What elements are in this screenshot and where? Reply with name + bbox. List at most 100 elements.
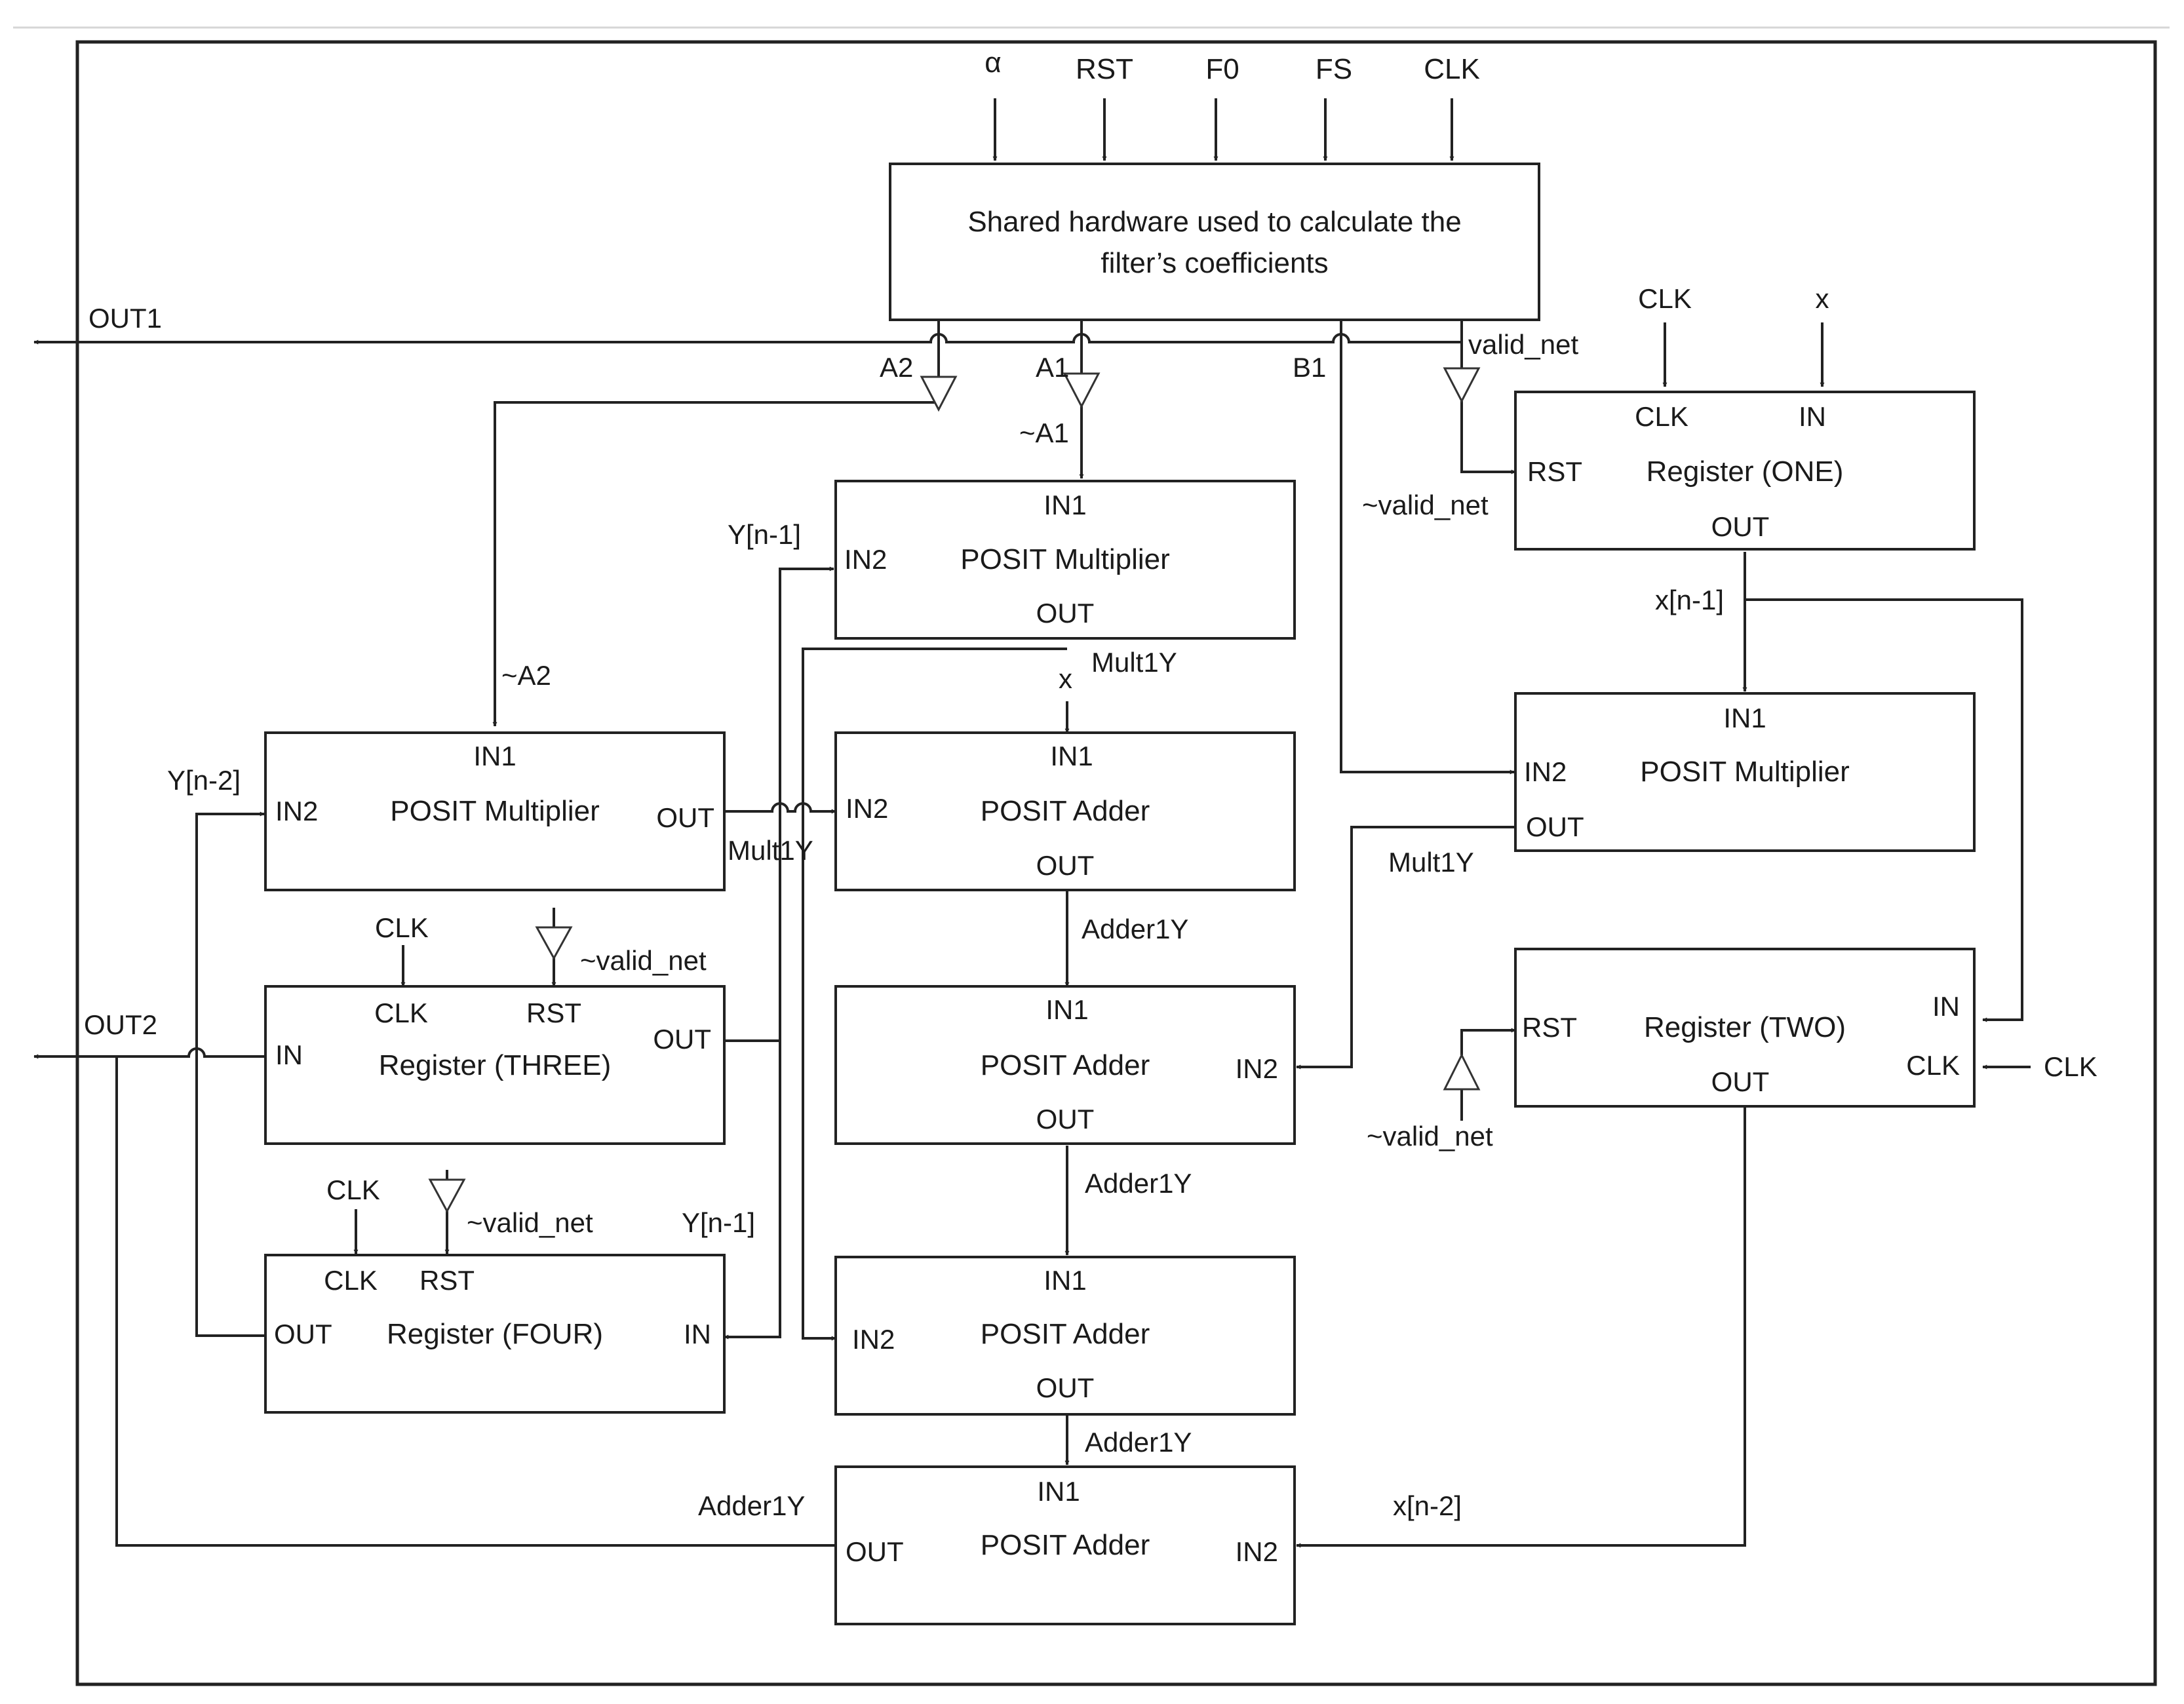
adder1-out-port: OUT — [1036, 850, 1095, 881]
a1-inverter-icon — [1063, 372, 1101, 409]
x-n2-label: x[n-2] — [1393, 1490, 1462, 1521]
adder1y-2-label: Adder1Y — [1085, 1168, 1192, 1199]
adder1-title: POSIT Adder — [981, 795, 1150, 827]
mult-right-title: POSIT Multiplier — [1640, 756, 1850, 788]
y-n2-label: Y[n-2] — [167, 765, 241, 796]
out2-label: OUT2 — [84, 1009, 157, 1040]
a2-inverter-icon — [920, 376, 958, 412]
adder4-in1-port: IN1 — [1037, 1476, 1080, 1507]
reg-one-out-port: OUT — [1711, 511, 1770, 542]
reg-three-clk-input-label: CLK — [375, 912, 429, 943]
posit-multiplier-right: IN1 IN2 POSIT Multiplier OUT — [1514, 692, 1976, 852]
posit-multiplier-left: IN1 IN2 POSIT Multiplier OUT — [264, 731, 726, 891]
reg-four-clk-port: CLK — [324, 1265, 378, 1296]
signal-labels: α RST F0 FS CLK OUT1 A2 A1 B1 valid_net … — [84, 47, 2097, 1521]
mult-top-in1-port: IN1 — [1043, 490, 1086, 520]
reg-three-out-port: OUT — [653, 1024, 711, 1055]
mult-top-out-port: OUT — [1036, 598, 1095, 629]
reg-four-rst-inverter-icon — [428, 1178, 466, 1214]
register-two: RST Register (TWO) IN CLK OUT — [1514, 948, 1976, 1108]
posit-adder-2: IN1 POSIT Adder IN2 OUT — [834, 985, 1296, 1145]
mult-right-in1-port: IN1 — [1723, 703, 1766, 733]
reg-four-out-port: OUT — [274, 1319, 332, 1349]
reg-three-rst-port: RST — [526, 997, 581, 1028]
outer-frame — [75, 40, 2157, 1686]
adder3-title: POSIT Adder — [981, 1318, 1150, 1350]
mult-left-in1-port: IN1 — [473, 741, 516, 771]
reg-one-rst-port: RST — [1527, 456, 1582, 487]
shared-hardware-line1: Shared hardware used to calculate the — [967, 206, 1461, 238]
shared-hardware-block: Shared hardware used to calculate the fi… — [889, 163, 1540, 321]
reg-two-title: Register (TWO) — [1644, 1011, 1846, 1043]
reg-three-rst-inverter-icon — [535, 926, 573, 961]
mult1y-left-label: Mult1Y — [728, 835, 813, 866]
a1-label: A1 — [1036, 352, 1069, 383]
adder1-in2-port: IN2 — [846, 793, 888, 824]
adder2-in2-port: IN2 — [1236, 1053, 1278, 1084]
mult1y-top-label: Mult1Y — [1091, 647, 1177, 678]
reg-two-clk-input-label: CLK — [2044, 1051, 2097, 1082]
reg-three-title: Register (THREE) — [379, 1049, 612, 1081]
not-a2-label: ~A2 — [501, 660, 551, 691]
reg-two-rst-port: RST — [1522, 1012, 1577, 1043]
wires — [33, 98, 2031, 1548]
reg-four-in-port: IN — [684, 1319, 711, 1349]
x-n1-label: x[n-1] — [1655, 585, 1724, 615]
adder1-in1-port: IN1 — [1050, 741, 1093, 771]
y-n1-bottom-label: Y[n-1] — [682, 1207, 755, 1238]
reg-two-rst-inverter-icon — [1443, 1053, 1481, 1091]
mult-left-out-port: OUT — [656, 802, 714, 833]
mult-top-in2-port: IN2 — [844, 544, 887, 575]
register-one: CLK IN RST Register (ONE) OUT — [1514, 391, 1976, 551]
y-n1-top-label: Y[n-1] — [728, 519, 801, 550]
adder3-in2-port: IN2 — [852, 1324, 895, 1355]
out1-label: OUT1 — [88, 303, 162, 334]
valid-net-label: valid_net — [1468, 329, 1578, 360]
mult-left-in2-port: IN2 — [275, 796, 318, 826]
input-fs-label: FS — [1316, 53, 1352, 85]
a2-label: A2 — [880, 352, 913, 383]
reg-one-not-valid-net-label: ~valid_net — [1362, 490, 1489, 520]
reg-one-x-input-label: x — [1816, 283, 1829, 314]
reg-four-rst-port: RST — [419, 1265, 475, 1296]
input-alpha-label: α — [985, 47, 1001, 79]
not-gates — [428, 367, 1481, 1214]
reg-three-in-port: IN — [275, 1039, 303, 1070]
adder4-out-port: OUT — [846, 1536, 904, 1567]
adder1y-4-label: Adder1Y — [698, 1490, 805, 1521]
reg-one-in-port: IN — [1799, 401, 1826, 432]
reg-two-not-valid-net-label: ~valid_net — [1367, 1121, 1493, 1152]
reg-two-out-port: OUT — [1711, 1066, 1770, 1097]
adder1-x-input-label: x — [1059, 663, 1072, 694]
reg-one-clk-input-label: CLK — [1638, 283, 1692, 314]
mult-top-title: POSIT Multiplier — [960, 543, 1170, 575]
reg-four-clk-input-label: CLK — [326, 1174, 380, 1205]
input-f0-label: F0 — [1205, 53, 1239, 85]
posit-adder-3: IN1 IN2 POSIT Adder OUT — [834, 1256, 1296, 1416]
reg-four-not-valid-net-label: ~valid_net — [467, 1207, 593, 1238]
reg-three-clk-port: CLK — [374, 997, 428, 1028]
reg-four-title: Register (FOUR) — [387, 1318, 603, 1350]
reg-three-not-valid-net-label: ~valid_net — [580, 945, 707, 976]
register-four: CLK RST OUT Register (FOUR) IN — [264, 1254, 726, 1414]
reg-one-clk-port: CLK — [1635, 401, 1688, 432]
reg-two-clk-port: CLK — [1906, 1050, 1960, 1081]
posit-multiplier-top: IN1 IN2 POSIT Multiplier OUT — [834, 480, 1296, 640]
adder3-in1-port: IN1 — [1043, 1265, 1086, 1296]
adder3-out-port: OUT — [1036, 1372, 1095, 1403]
adder1y-1-label: Adder1Y — [1082, 914, 1188, 944]
adder4-in2-port: IN2 — [1236, 1536, 1278, 1567]
adder1y-3-label: Adder1Y — [1085, 1427, 1192, 1458]
reg-one-title: Register (ONE) — [1647, 455, 1844, 488]
mult-right-in2-port: IN2 — [1524, 756, 1567, 787]
b1-label: B1 — [1293, 352, 1326, 383]
posit-adder-1: IN1 IN2 POSIT Adder OUT — [834, 731, 1296, 891]
adder4-title: POSIT Adder — [981, 1529, 1150, 1561]
mult-left-title: POSIT Multiplier — [390, 795, 600, 827]
reg-two-in-port: IN — [1932, 991, 1960, 1022]
register-three: CLK RST IN Register (THREE) OUT — [264, 985, 726, 1145]
not-a1-label: ~A1 — [1019, 417, 1069, 448]
shared-hardware-line2: filter’s coefficients — [1101, 247, 1328, 279]
adder2-out-port: OUT — [1036, 1104, 1095, 1134]
